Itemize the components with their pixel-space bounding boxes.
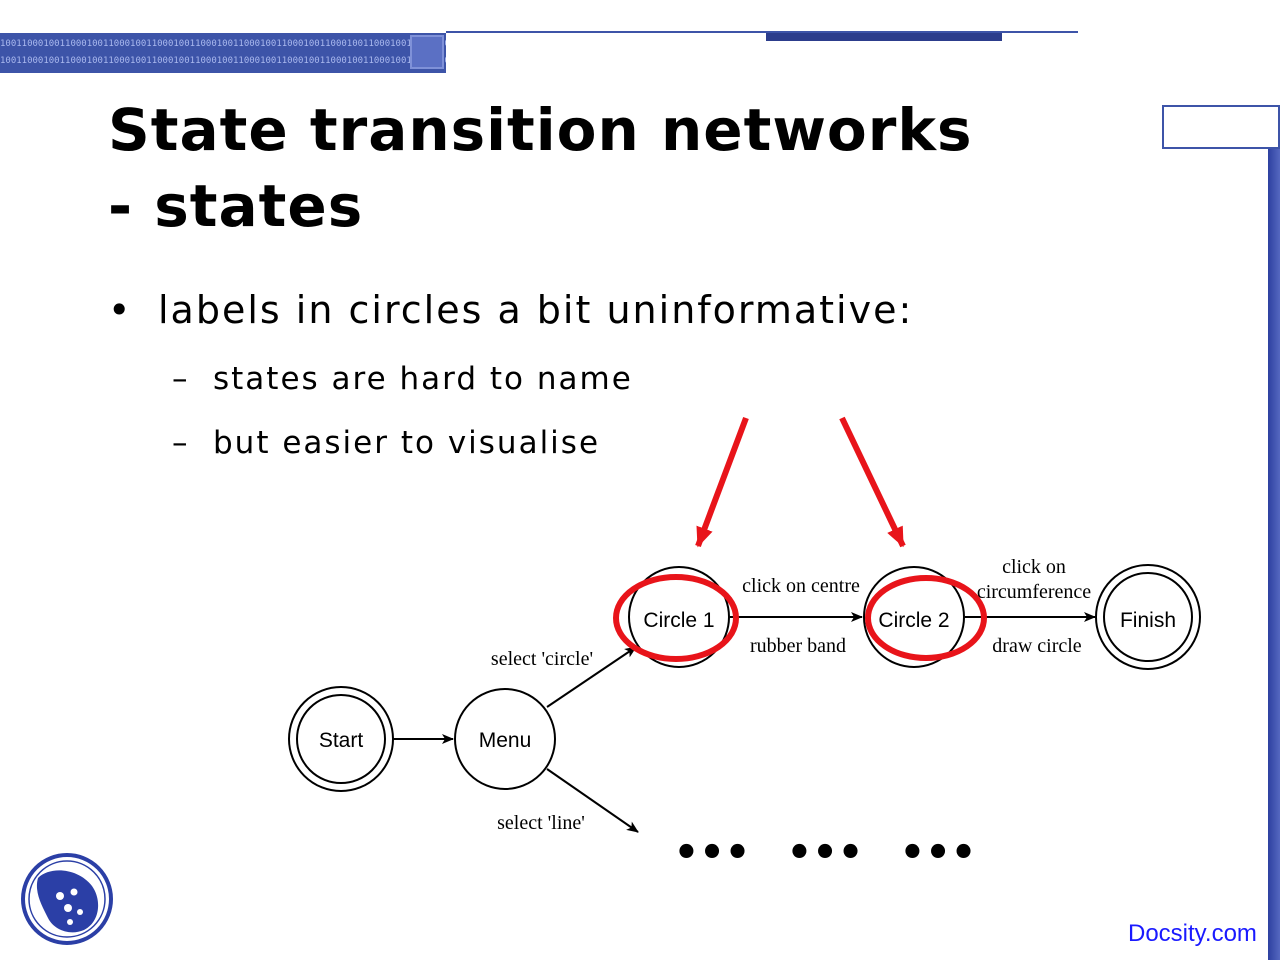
- edge-label-click-on: click on: [1002, 556, 1066, 578]
- bullet-item: • labels in circles a bit uninformative:: [108, 288, 913, 332]
- highlight-ring-circle1: [613, 574, 739, 662]
- state-start-label: Start: [319, 729, 364, 752]
- bullet-text: labels in circles a bit uninformative:: [158, 288, 914, 332]
- university-logo-icon: [21, 853, 113, 945]
- ellipsis-2: •••: [787, 830, 864, 876]
- state-circle1-label: Circle 1: [643, 609, 714, 632]
- edge-label-select-circle: select 'circle': [491, 648, 593, 670]
- edge-label-select-line: select 'line': [497, 812, 585, 834]
- state-circle2: Circle 2: [863, 566, 965, 668]
- ellipsis-1: •••: [674, 830, 751, 876]
- header-rule: [446, 31, 1078, 33]
- sub-bullet-marker: –: [172, 361, 190, 397]
- highlight-arrow-left: [695, 416, 749, 548]
- header-accent-bar: [766, 33, 1002, 41]
- state-start: Start: [288, 686, 394, 792]
- edge-menu-circle1: [546, 646, 637, 708]
- bullet-marker: •: [108, 288, 133, 332]
- header-banner: 1001100010011000100110001001100010011000…: [0, 33, 446, 73]
- sub-bullet-text: but easier to visualise: [213, 425, 601, 461]
- state-finish-label: Finish: [1120, 609, 1176, 632]
- right-edge-bar: [1268, 149, 1280, 960]
- corner-box: [1162, 105, 1280, 149]
- highlight-ring-circle2: [865, 575, 987, 661]
- banner-binary-text: 1001100010011000100110001001100010011000…: [0, 39, 446, 49]
- edge-label-rubber-band: rubber band: [750, 635, 846, 657]
- slide-title: State transition networks - states: [108, 96, 973, 240]
- docsity-watermark-link[interactable]: Docsity.com: [1128, 920, 1257, 947]
- sub-bullet-item: –states are hard to name: [172, 361, 633, 397]
- state-finish: Finish: [1095, 564, 1201, 670]
- highlight-arrow-right: [839, 416, 906, 548]
- edge-label-circumference: circumference: [977, 581, 1091, 603]
- sub-bullet-text: states are hard to name: [213, 361, 633, 397]
- edge-label-draw-circle: draw circle: [992, 635, 1082, 657]
- state-circle2-label: Circle 2: [878, 609, 949, 632]
- ellipsis-3: •••: [900, 830, 977, 876]
- sub-bullet-item: –but easier to visualise: [172, 425, 600, 461]
- state-circle1: Circle 1: [628, 566, 730, 668]
- state-menu-label: Menu: [479, 729, 532, 752]
- banner-binary-text-2: 1001100010011000100110001001100010011000…: [0, 56, 446, 66]
- state-menu: Menu: [454, 688, 556, 790]
- edge-label-click-centre: click on centre: [742, 575, 860, 597]
- banner-emblem-icon: [410, 35, 444, 69]
- edge-menu-line: [546, 768, 639, 833]
- sub-bullet-marker: –: [172, 425, 190, 461]
